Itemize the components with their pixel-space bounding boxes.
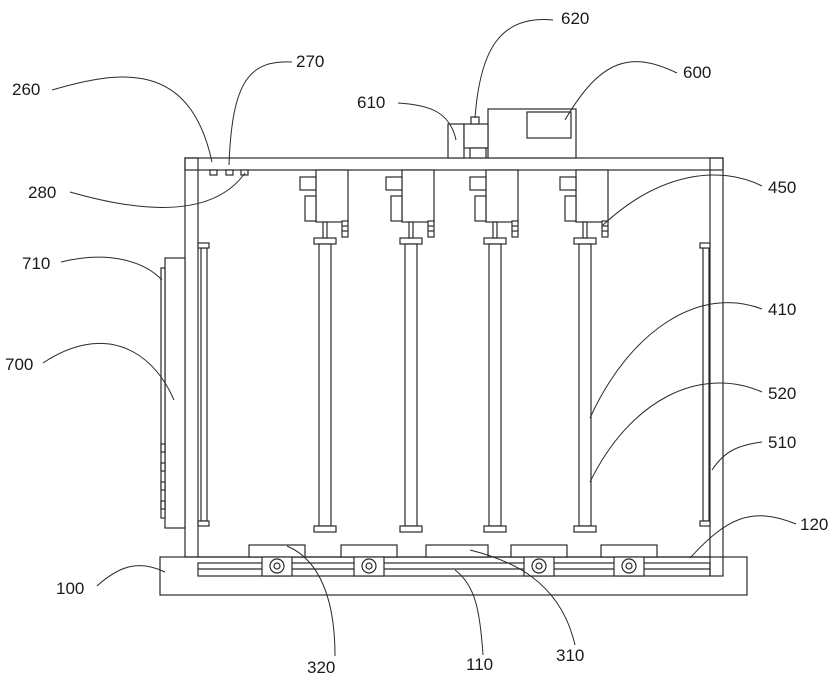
leader-110 <box>455 570 483 655</box>
control-panel <box>161 268 165 518</box>
tube-assembly-2 <box>386 170 434 532</box>
sensor-270 <box>226 170 233 175</box>
label-110: 110 <box>466 655 493 674</box>
leader-100 <box>97 566 165 586</box>
leader-510 <box>712 442 762 470</box>
leader-520 <box>590 383 762 482</box>
label-710: 710 <box>22 254 50 273</box>
gearbox <box>448 124 464 158</box>
label-700: 700 <box>5 355 33 374</box>
label-450: 450 <box>768 178 796 197</box>
leader-700 <box>43 343 174 400</box>
label-620: 620 <box>561 9 589 28</box>
right-wall <box>710 158 723 576</box>
leader-260 <box>52 77 212 162</box>
label-320: 320 <box>307 658 335 677</box>
leader-280 <box>70 173 245 207</box>
label-310: 310 <box>556 646 584 665</box>
tube-assembly-4 <box>560 170 608 532</box>
label-510: 510 <box>768 433 796 452</box>
top-plate <box>185 158 723 170</box>
leader-410 <box>590 303 762 418</box>
tray-middle <box>426 545 488 557</box>
label-270: 270 <box>296 52 324 71</box>
leader-450 <box>603 175 762 225</box>
left-guide-rod <box>201 248 207 521</box>
control-box <box>165 258 185 528</box>
label-610: 610 <box>357 93 385 112</box>
label-260: 260 <box>12 80 40 99</box>
leader-710 <box>61 257 162 280</box>
label-100: 100 <box>56 579 84 598</box>
label-520: 520 <box>768 384 796 403</box>
label-120: 120 <box>800 515 828 534</box>
label-410: 410 <box>768 300 796 319</box>
leader-620 <box>475 20 553 118</box>
left-wall <box>185 158 198 557</box>
tube-assembly-1 <box>300 170 348 532</box>
tube-assembly-3 <box>470 170 518 532</box>
fitting <box>471 117 479 124</box>
leader-600 <box>565 62 677 120</box>
leader-610 <box>398 103 456 140</box>
label-600: 600 <box>683 63 711 82</box>
sensor-260 <box>210 170 217 175</box>
label-280: 280 <box>28 183 56 202</box>
leader-270 <box>229 62 292 165</box>
